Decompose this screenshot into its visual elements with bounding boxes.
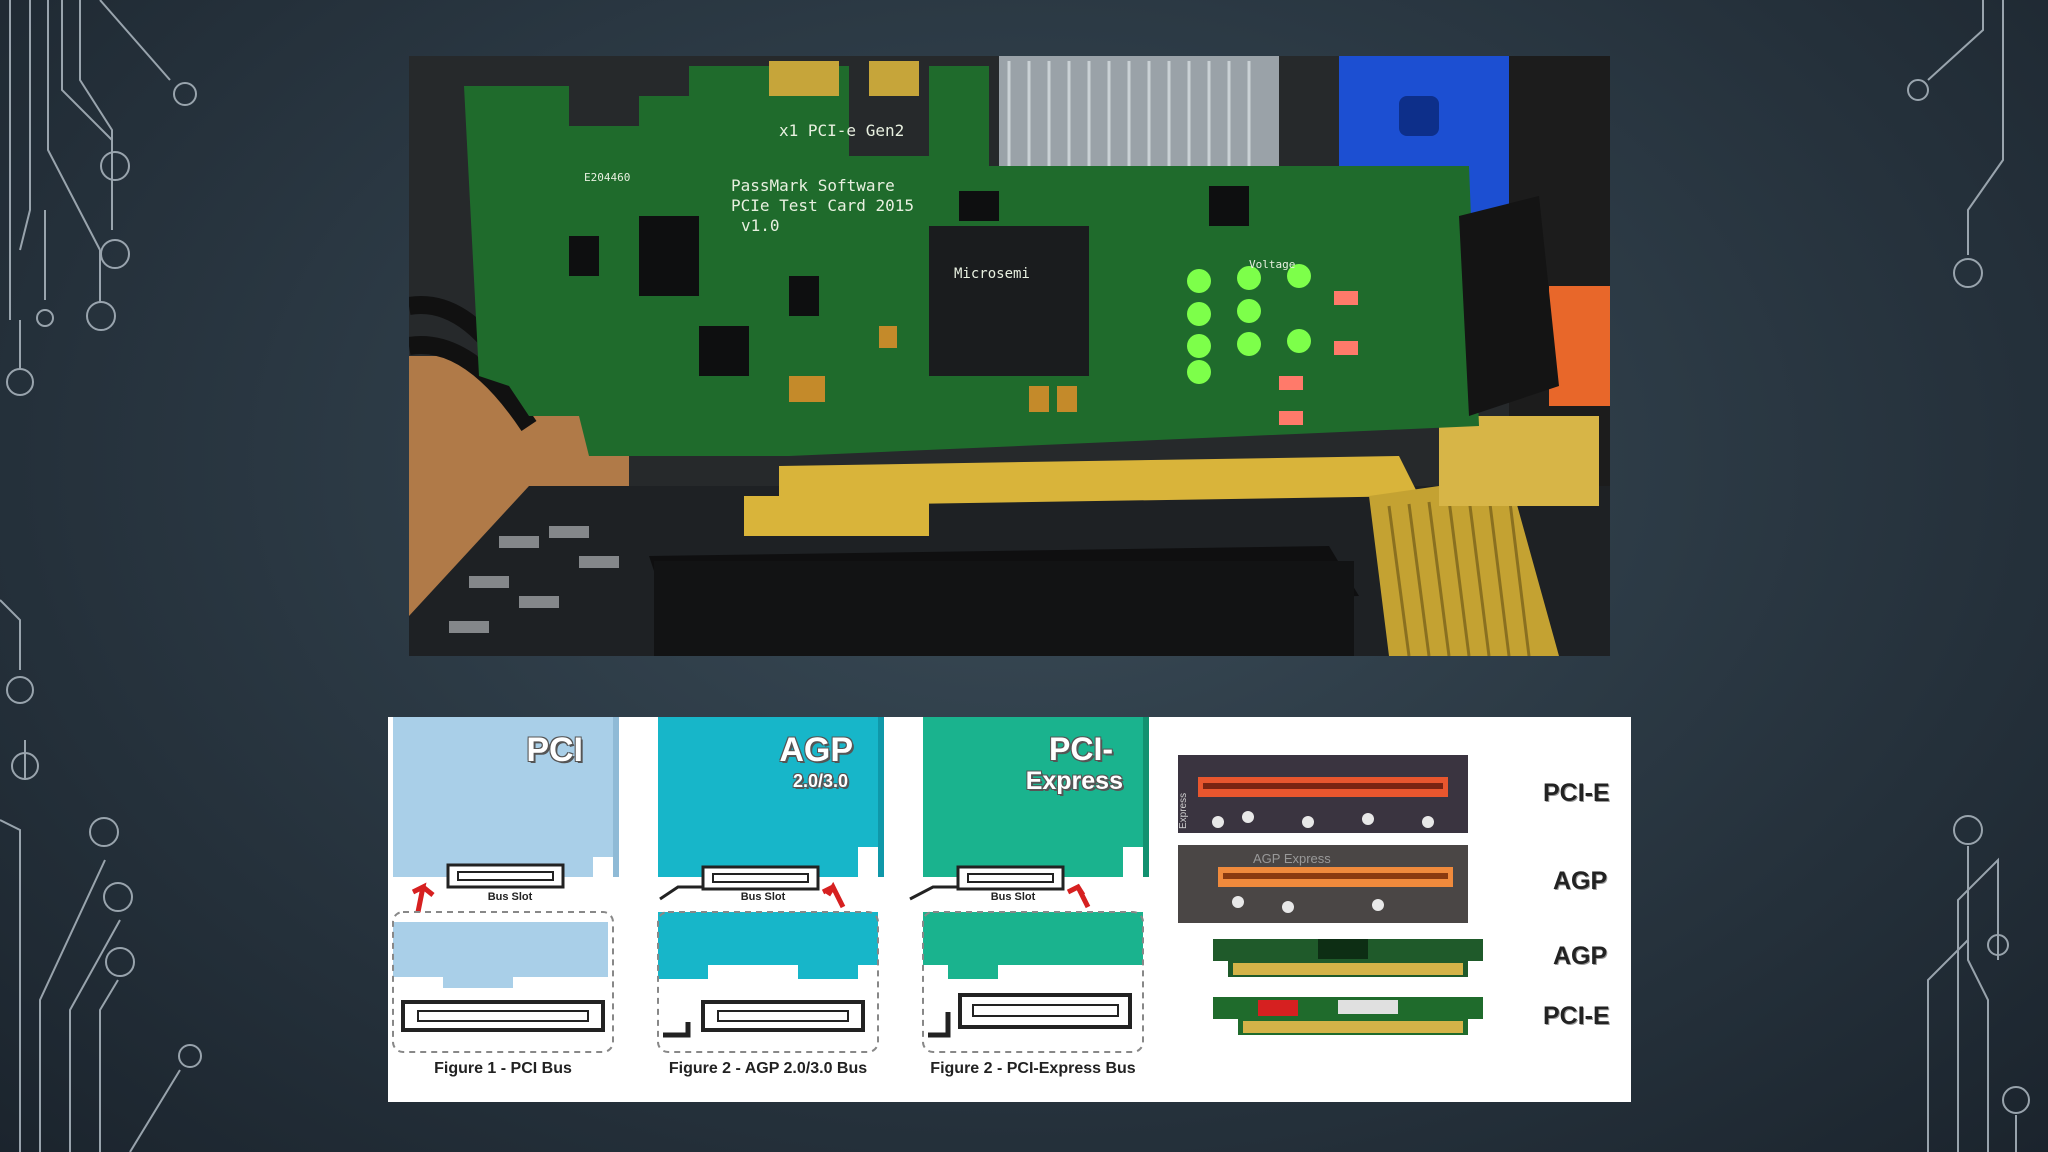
bus-comparison-diagram: Express AGP Express PCI AGP 2.0/3.0 PCI-… bbox=[388, 717, 1631, 1102]
agp-card-label: AGP bbox=[779, 731, 853, 769]
figure-2-caption: Figure 2 - AGP 2.0/3.0 Bus bbox=[668, 1060, 868, 1077]
pcie-figure bbox=[909, 717, 1149, 1053]
comparison-label-pcie-slot: PCI-E bbox=[1543, 779, 1610, 807]
comparison-label-agp-card: AGP bbox=[1553, 942, 1608, 970]
pcie-card-photo bbox=[1213, 997, 1483, 1035]
pcie-slot-photo: Express bbox=[1178, 755, 1468, 833]
board-text-express: Express bbox=[1178, 793, 1189, 829]
pcie-test-card-photo: x1 PCI-e Gen2 PassMark Software PCIe Tes… bbox=[409, 56, 1610, 656]
pcb-text-voltage: Voltage bbox=[1249, 258, 1295, 271]
pci-bus-slot-label: Bus Slot bbox=[487, 891, 533, 903]
figure-1-caption: Figure 1 - PCI Bus bbox=[434, 1060, 572, 1077]
figure-3-caption: Figure 2 - PCI-Express Bus bbox=[930, 1060, 1136, 1077]
agp-card-sublabel: 2.0/3.0 bbox=[792, 771, 848, 791]
pcb-text-vendor: PassMark Software bbox=[731, 176, 895, 195]
comparison-label-agp-slot: AGP bbox=[1553, 867, 1608, 895]
pcb-text-gen: x1 PCI-e Gen2 bbox=[779, 121, 904, 140]
pcb-text-serial: E204460 bbox=[584, 171, 630, 184]
pcb-text-chip: Microsemi bbox=[954, 266, 1030, 282]
agp-slot-photo: AGP Express bbox=[1178, 845, 1468, 923]
pcie-card-sublabel: Express bbox=[1025, 767, 1123, 795]
comparison-label-pcie-card: PCI-E bbox=[1543, 1002, 1610, 1030]
pci-card-label: PCI bbox=[526, 731, 583, 769]
pci-figure bbox=[392, 717, 619, 1053]
circuit-decoration-left bbox=[0, 0, 202, 1152]
pcb-text-version: v1.0 bbox=[741, 216, 780, 235]
agp-figure bbox=[657, 717, 884, 1053]
board-text-agp-express: AGP Express bbox=[1253, 851, 1331, 866]
agp-bus-slot-label: Bus Slot bbox=[740, 891, 786, 903]
pcb-text-card: PCIe Test Card 2015 bbox=[731, 196, 914, 215]
agp-card-photo bbox=[1213, 939, 1483, 977]
pcie-card-label: PCI- bbox=[1049, 731, 1113, 767]
circuit-decoration-right bbox=[1907, 0, 2030, 1152]
pcie-bus-slot-label: Bus Slot bbox=[990, 891, 1036, 903]
